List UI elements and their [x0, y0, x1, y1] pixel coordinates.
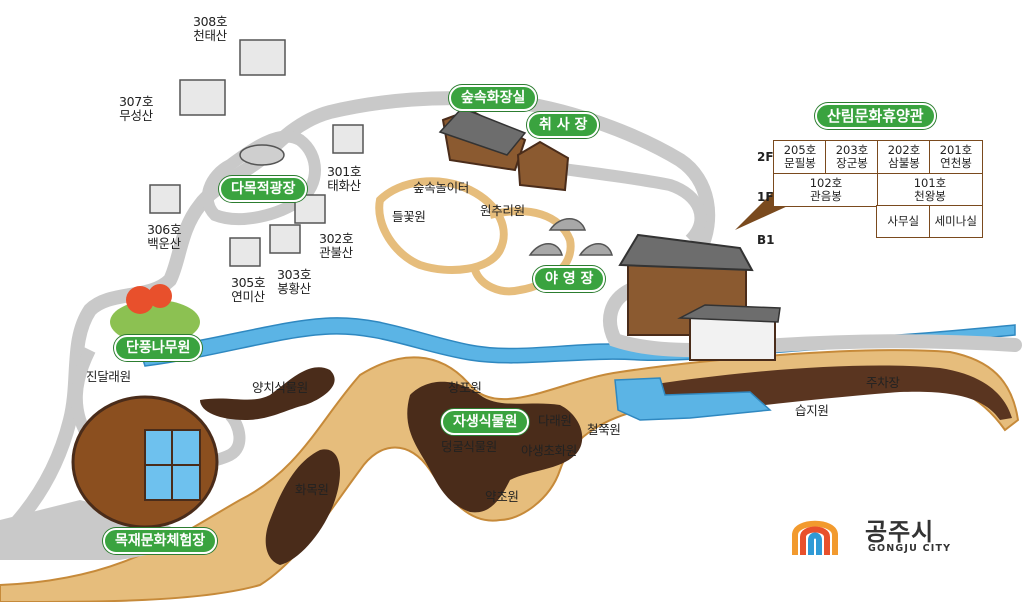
place-royal-azalea-garden: 철쭉원 — [587, 422, 621, 437]
tree-bed — [265, 449, 340, 565]
gongju-logo-icon — [792, 520, 838, 555]
cabin-name: 연미산 — [231, 289, 265, 304]
cabin-302: 302호 관불산 — [319, 232, 353, 260]
logo-subtitle: GONGJU CITY — [868, 543, 952, 554]
room-number: 205호 — [783, 143, 817, 158]
cabin-name: 관불산 — [319, 245, 353, 260]
floor-1f: 1F — [757, 190, 774, 204]
place-wildflower-garden: 들꽃원 — [392, 209, 426, 224]
cabin-name: 봉황산 — [277, 281, 311, 296]
pond — [614, 377, 772, 421]
cabin-307: 307호 무성산 — [119, 95, 153, 123]
cabin-name: 태화산 — [327, 178, 361, 193]
room-name: 관음봉 — [810, 188, 842, 203]
cabin-name: 천태산 — [193, 28, 227, 43]
tent-icons — [528, 218, 613, 256]
place-herb-garden: 약초원 — [485, 489, 519, 504]
room-number: 102호 — [809, 175, 843, 190]
room-number: 101호 — [913, 175, 947, 190]
room-number: 202호 — [887, 143, 921, 158]
room-office: 사무실 — [876, 205, 931, 239]
label-wood-culture-center: 목재문화체험장 — [103, 528, 218, 554]
floor-b1: B1 — [757, 233, 775, 247]
row-b1: 사무실 세미나실 — [774, 205, 983, 239]
maple-tree-icon — [126, 284, 172, 314]
room-seminar: 세미나실 — [928, 205, 983, 239]
cabin-number: 305호 — [231, 275, 266, 290]
place-wetland: 습지원 — [795, 403, 829, 418]
place-fern-garden: 양치식물원 — [252, 380, 309, 395]
place-picnic-garden: 원추리원 — [480, 203, 525, 218]
place-wildflower-medicinal: 야생초화원 — [521, 443, 578, 458]
river — [139, 317, 1016, 367]
forest-room-building-icon — [438, 107, 570, 192]
label-multipurpose-plaza: 다목적광장 — [219, 176, 308, 202]
label-cooking-area: 취 사 장 — [527, 112, 600, 138]
cabin-number: 303호 — [277, 267, 312, 282]
lodge-building-icon — [618, 233, 781, 361]
floor-2f: 2F — [757, 150, 774, 164]
cabin-303: 303호 봉황산 — [277, 268, 311, 296]
cabin-name: 무성산 — [119, 108, 153, 123]
cabin-number: 301호 — [327, 164, 362, 179]
logo-name: 공주시 — [865, 518, 935, 546]
label-maple-garden: 단풍나무원 — [114, 335, 203, 361]
cabin-308: 308호 천태산 — [193, 15, 227, 43]
cabin-number: 308호 — [193, 14, 228, 29]
cabin-306: 306호 백운산 — [147, 223, 181, 251]
cabin-number: 302호 — [319, 231, 354, 246]
cabin-305: 305호 연미산 — [231, 276, 265, 304]
cabin-icons — [149, 39, 364, 267]
cabin-number: 306호 — [147, 222, 182, 237]
plaza-stage — [239, 144, 285, 166]
room-name: 문필봉 — [784, 156, 816, 171]
cabin-name: 백운산 — [147, 236, 181, 251]
place-iris-garden: 창포원 — [448, 380, 482, 395]
place-forest-playground: 숲속놀이터 — [413, 180, 470, 195]
label-native-plant-garden: 자생식물원 — [441, 409, 530, 435]
place-tree-garden: 화목원 — [295, 482, 329, 497]
label-forest-culture-lodge: 산림문화휴양관 — [815, 103, 936, 129]
barrel-building-icon — [71, 395, 219, 529]
cabin-number: 307호 — [119, 94, 154, 109]
room-number: 201호 — [939, 143, 973, 158]
room-name: 삼불봉 — [888, 156, 920, 171]
label-camping-site: 야 영 장 — [533, 266, 606, 292]
place-azalea-garden: 진달래원 — [86, 369, 131, 384]
cabin-301: 301호 태화산 — [327, 165, 361, 193]
room-name: 장군봉 — [836, 156, 868, 171]
label-forest-healing-room: 숲속화장실 — [449, 85, 538, 111]
place-tea-garden: 다래원 — [538, 413, 572, 428]
room-number: 203호 — [835, 143, 869, 158]
room-name: 천왕봉 — [914, 188, 946, 203]
fern-bed — [200, 367, 335, 420]
place-parking: 주차장 — [866, 375, 900, 390]
room-name: 연천봉 — [940, 156, 972, 171]
place-vine-garden: 덩굴식물원 — [441, 439, 498, 454]
